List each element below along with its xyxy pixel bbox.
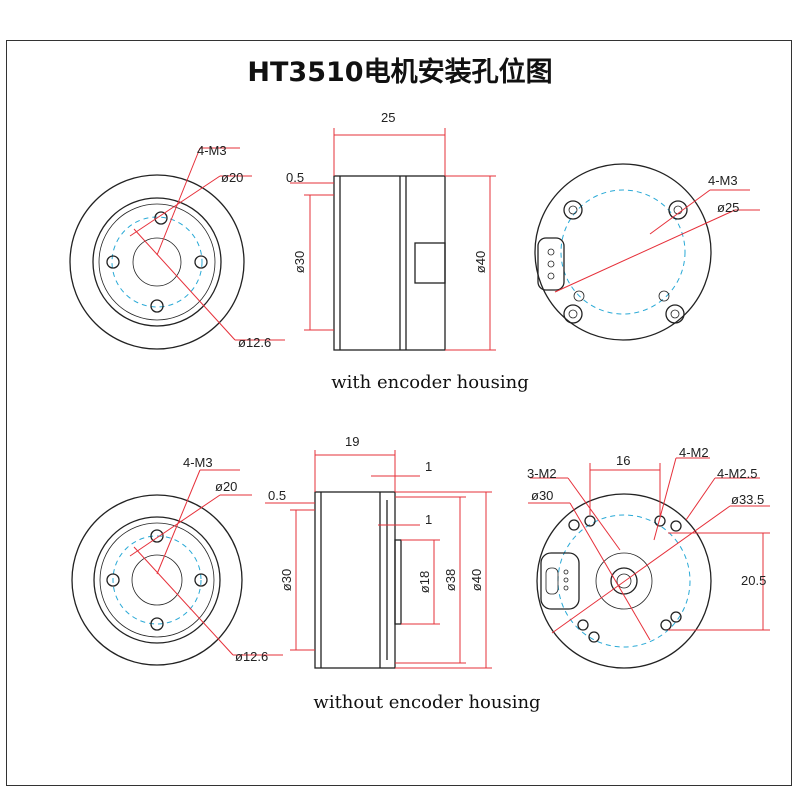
drawing-frame — [6, 40, 792, 786]
label-dia30-top-side: ø30 — [292, 251, 307, 273]
label-4m2-bottom-back: 4-M2 — [679, 445, 709, 460]
front-view-with-encoder — [69, 147, 285, 350]
label-dia12-6-bottom-front: ø12.6 — [235, 649, 268, 664]
label-0-5-bottom: 0.5 — [268, 488, 286, 503]
label-gap1: 1 — [425, 459, 432, 474]
label-dia33-5-bottom-back: ø33.5 — [731, 492, 764, 507]
label-16-spacing: 16 — [616, 453, 630, 468]
label-0-5-top: 0.5 — [286, 170, 304, 185]
label-20-5-offset: 20.5 — [741, 573, 766, 588]
caption-without-encoder: without encoder housing — [313, 692, 541, 713]
label-dia40-bottom-side: ø40 — [469, 569, 484, 591]
caption-with-encoder: with encoder housing — [331, 372, 529, 393]
label-dia38-bottom-side: ø38 — [443, 569, 458, 591]
label-dia40-top-side: ø40 — [473, 251, 488, 273]
label-dia12-6-top-front: ø12.6 — [238, 335, 271, 350]
label-25-length: 25 — [381, 110, 395, 125]
label-4m3-top-back: 4-M3 — [708, 173, 738, 188]
label-dia30-bottom-back: ø30 — [531, 488, 553, 503]
label-gap2: 1 — [425, 512, 432, 527]
back-view-without-encoder — [528, 457, 770, 669]
side-view-with-encoder — [290, 128, 496, 351]
label-19-length: 19 — [345, 434, 359, 449]
label-dia30-bottom-side: ø30 — [279, 569, 294, 591]
page-title: HT3510电机安装孔位图 — [247, 57, 553, 88]
label-4m3-bottom-front: 4-M3 — [183, 455, 213, 470]
side-view-without-encoder — [265, 450, 492, 669]
label-3m2-bottom-back: 3-M2 — [527, 466, 557, 481]
label-dia18-bottom-side: ø18 — [417, 571, 432, 593]
front-view-without-encoder — [71, 469, 283, 666]
label-4m2-5-bottom-back: 4-M2.5 — [717, 466, 757, 481]
label-dia25-top-back: ø25 — [717, 200, 739, 215]
back-view-with-encoder — [534, 163, 760, 341]
label-dia20-top-front: ø20 — [221, 170, 243, 185]
label-dia20-bottom-front: ø20 — [215, 479, 237, 494]
label-4m3-top-front: 4-M3 — [197, 143, 227, 158]
